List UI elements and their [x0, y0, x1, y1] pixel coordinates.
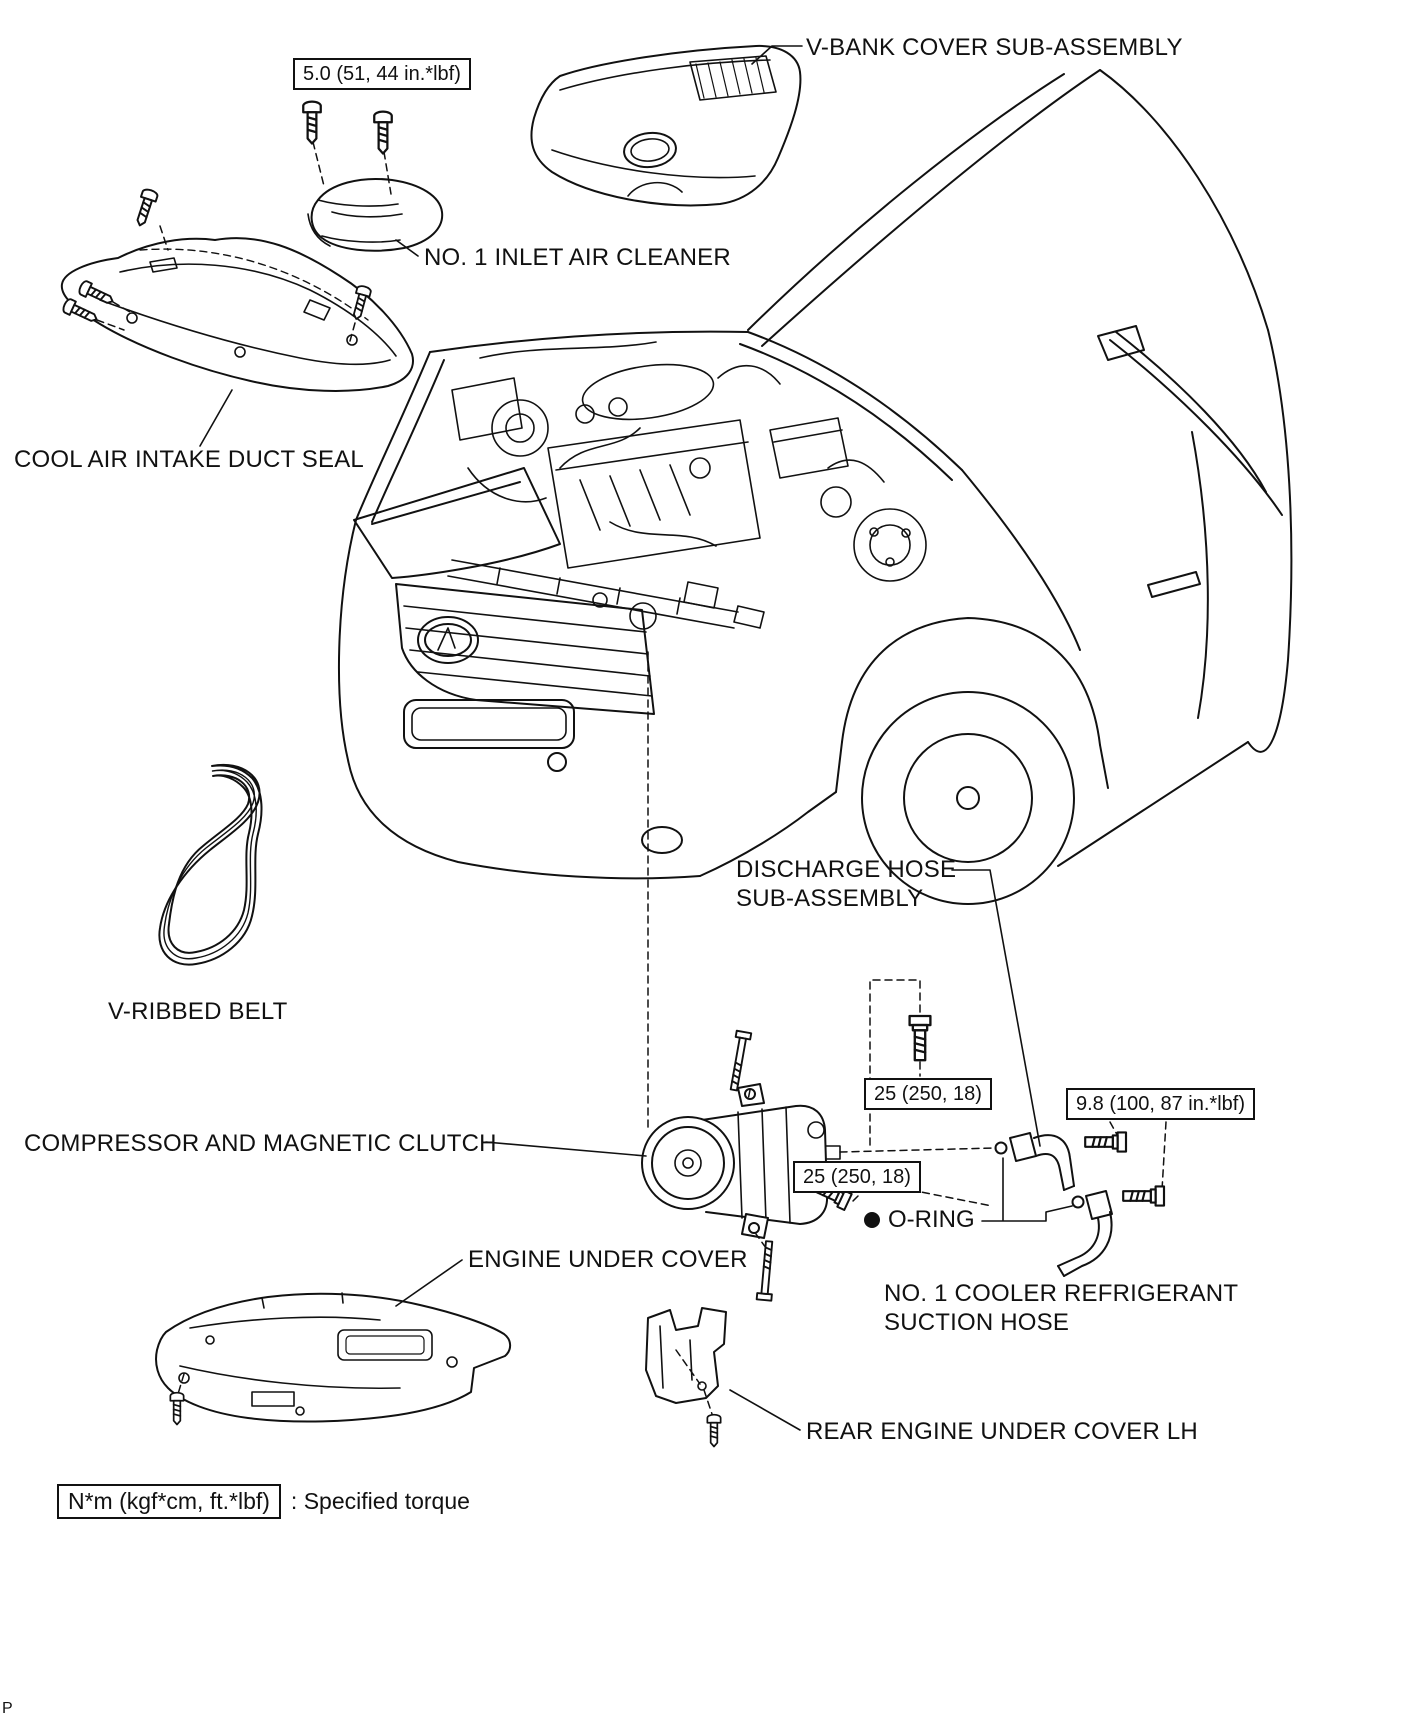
screw-icon: [706, 1413, 722, 1448]
torque-spec-refrigerant-hoses: 9.8 (100, 87 in.*lbf): [1066, 1088, 1255, 1120]
torque-spec-compressor-lower: 25 (250, 18): [793, 1161, 921, 1193]
label-suction-hose-line1: NO. 1 COOLER REFRIGERANT: [884, 1280, 1239, 1307]
engine-under-cover-part: [155, 1292, 512, 1423]
label-discharge-hose: DISCHARGE HOSE SUB-ASSEMBLY: [736, 856, 956, 914]
screw-icon: [131, 186, 160, 229]
label-suction-hose: NO. 1 COOLER REFRIGERANT SUCTION HOSE: [884, 1280, 1238, 1338]
page-marker: P: [2, 1700, 13, 1717]
label-compressor: COMPRESSOR AND MAGNETIC CLUTCH: [24, 1130, 497, 1157]
bolt-icon: [725, 1029, 753, 1093]
bolt-icon: [1122, 1185, 1166, 1207]
v-bank-cover-part: [530, 44, 802, 207]
label-cool-air-intake-duct-seal: COOL AIR INTAKE DUCT SEAL: [14, 446, 364, 473]
refrigerant-hoses-part: [994, 1132, 1113, 1277]
rear-engine-under-cover-part: [645, 1307, 727, 1404]
screw-icon: [169, 1391, 185, 1426]
car-body-illustration: [337, 69, 1293, 905]
label-v-bank-cover: V-BANK COVER SUB-ASSEMBLY: [806, 34, 1183, 61]
o-ring-bullet-icon: [864, 1212, 880, 1228]
bolt-icon: [1084, 1131, 1128, 1153]
screw-icon: [373, 110, 393, 155]
label-o-ring: O-RING: [888, 1206, 975, 1233]
label-rear-engine-under-cover: REAR ENGINE UNDER COVER LH: [806, 1418, 1198, 1445]
v-ribbed-belt-part: [158, 763, 263, 966]
screw-icon: [60, 296, 101, 327]
label-engine-under-cover: ENGINE UNDER COVER: [468, 1246, 748, 1273]
torque-legend-units-box: N*m (kgf*cm, ft.*lbf): [57, 1484, 281, 1519]
bolt-icon: [755, 1239, 778, 1302]
torque-legend-description: : Specified torque: [290, 1488, 470, 1514]
bolt-icon: [908, 1014, 932, 1062]
compressor-part: [641, 1083, 841, 1239]
screw-icon: [302, 100, 322, 145]
label-discharge-hose-line2: SUB-ASSEMBLY: [736, 884, 924, 912]
torque-spec-inlet-air-cleaner: 5.0 (51, 44 in.*lbf): [293, 58, 471, 90]
label-discharge-hose-line1: DISCHARGE HOSE: [736, 856, 957, 883]
label-leader-lines: [199, 45, 1073, 1431]
torque-spec-compressor-upper: 25 (250, 18): [864, 1078, 992, 1110]
torque-legend: N*m (kgf*cm, ft.*lbf) : Specified torque: [57, 1484, 470, 1519]
label-o-ring-row: O-RING: [864, 1206, 975, 1234]
label-suction-hose-line2: SUCTION HOSE: [884, 1308, 1070, 1336]
inlet-air-cleaner-part: [307, 178, 444, 252]
fasteners: [60, 100, 1166, 1448]
label-v-ribbed-belt: V-RIBBED BELT: [108, 998, 288, 1025]
engine-bay-detail: [447, 341, 927, 630]
label-inlet-air-cleaner: NO. 1 INLET AIR CLEANER: [424, 244, 731, 271]
